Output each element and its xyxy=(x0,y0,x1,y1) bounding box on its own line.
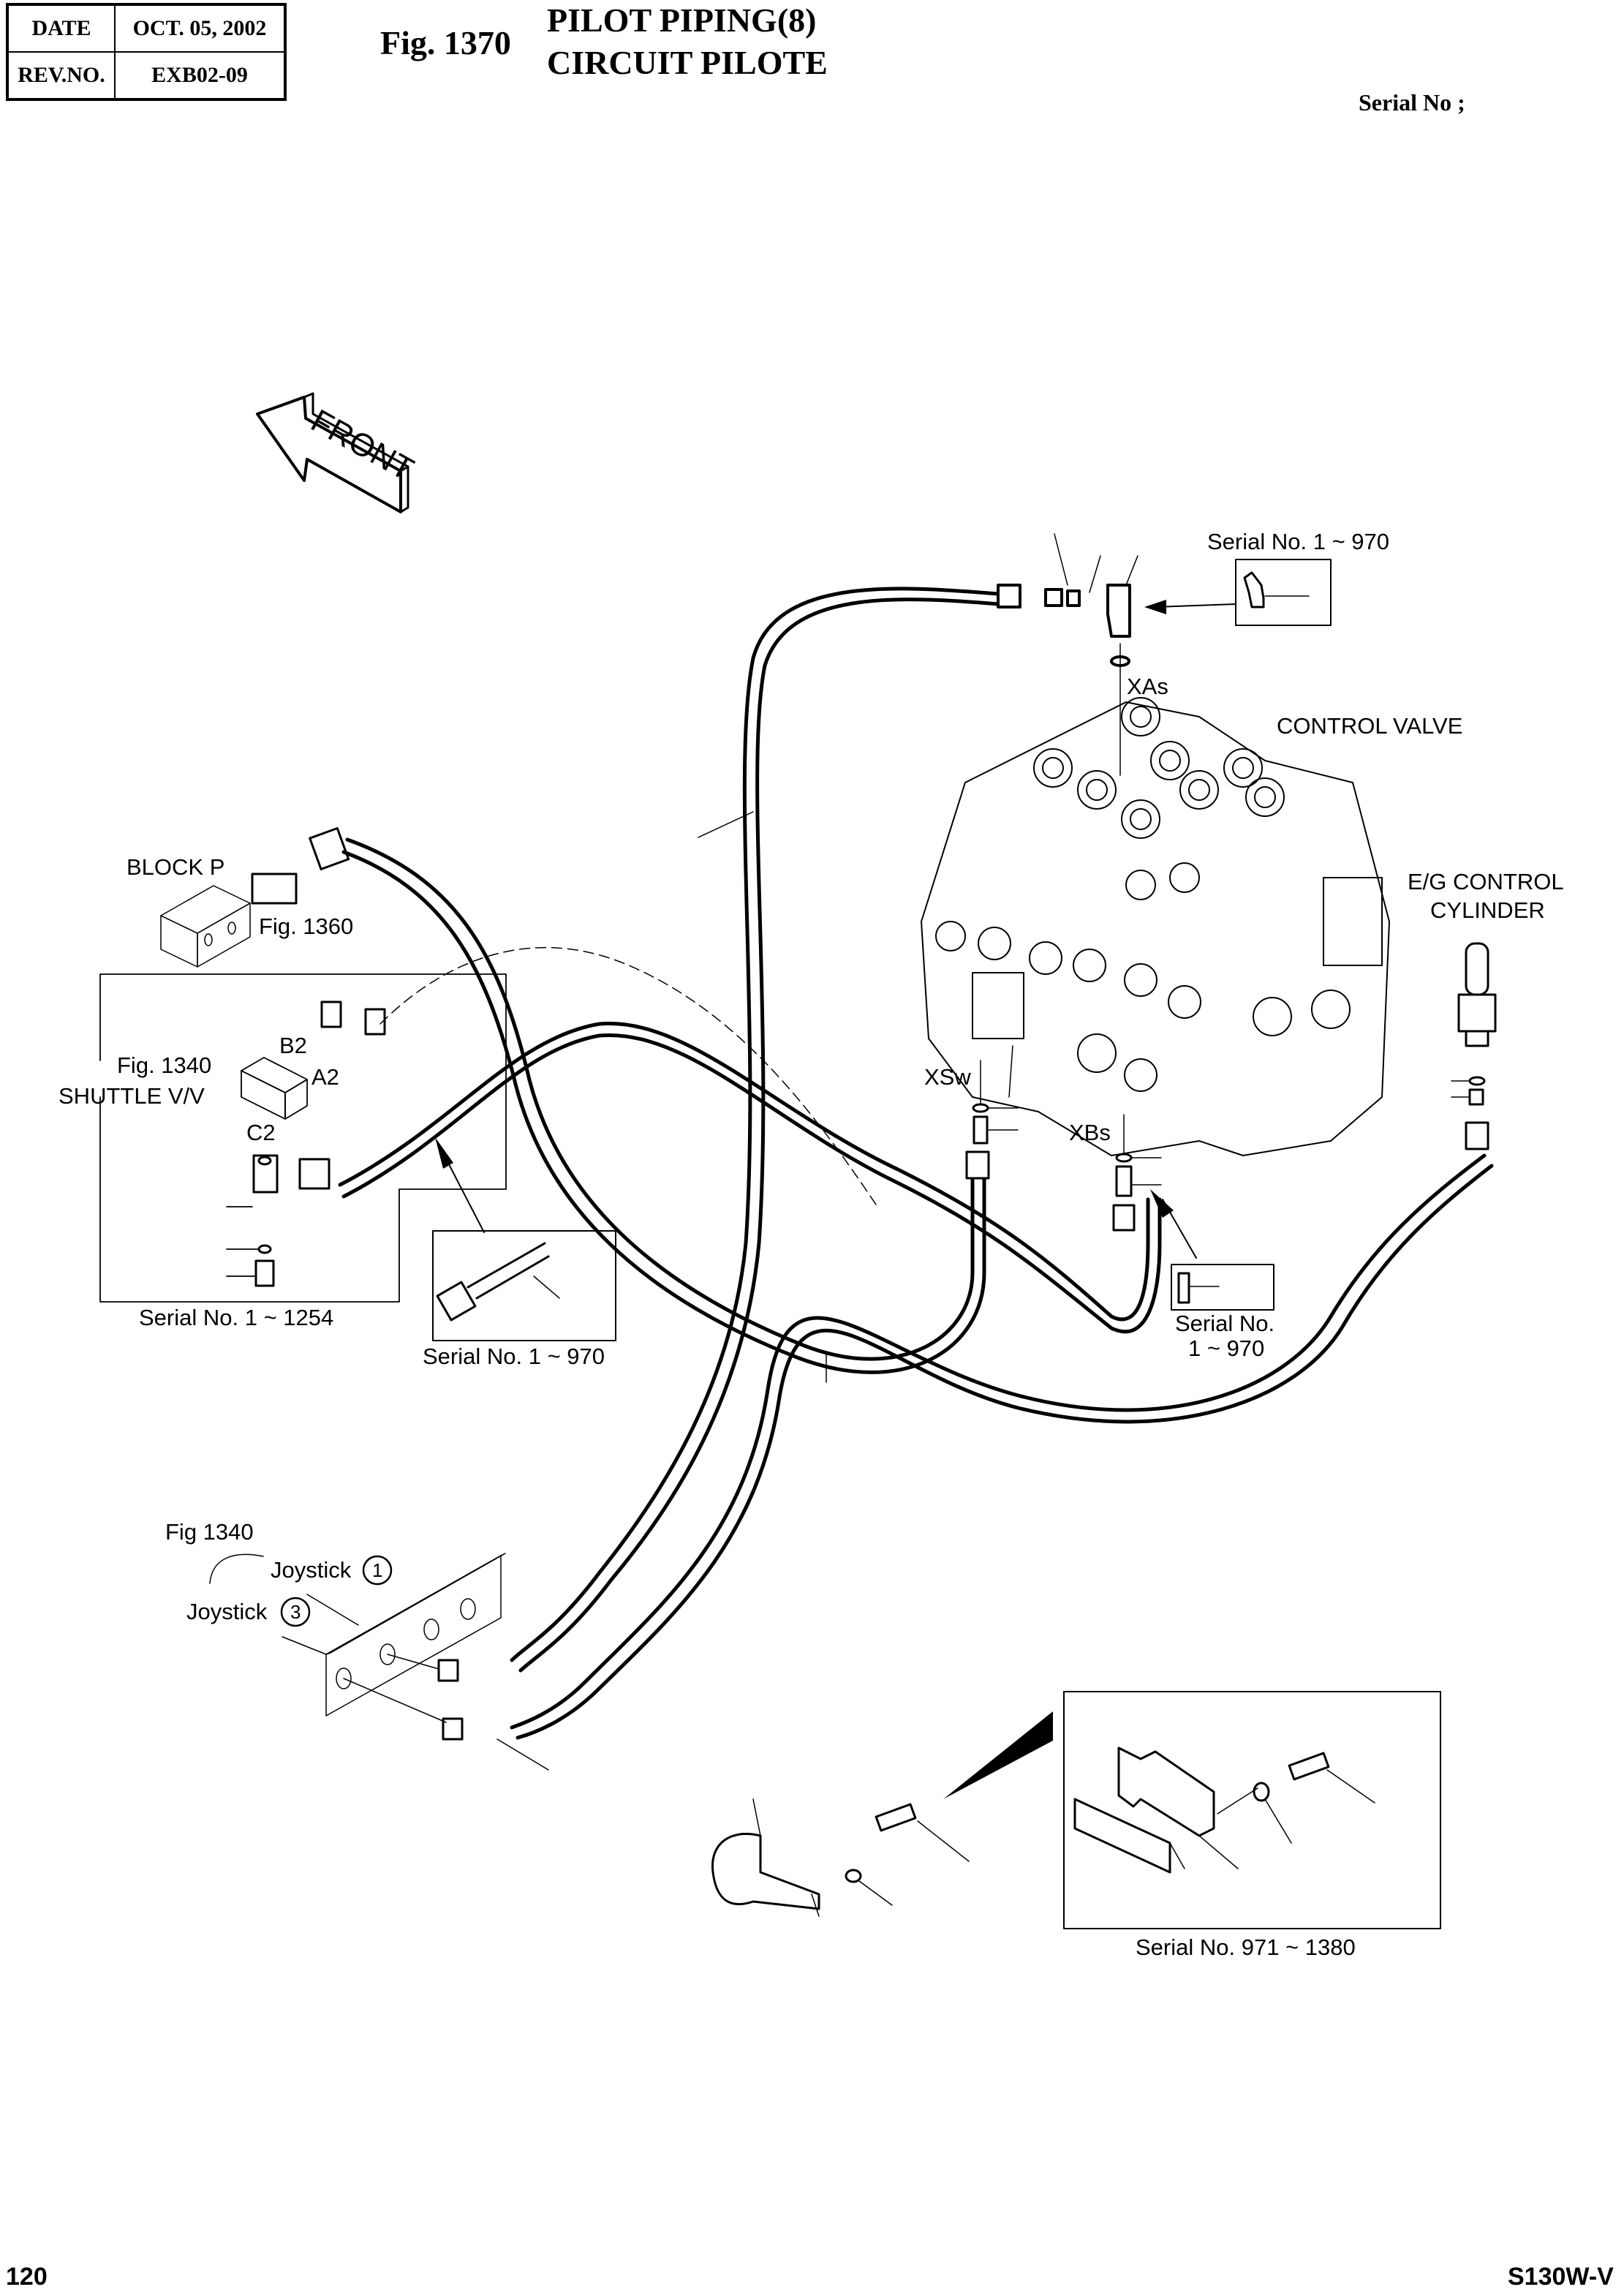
label-port-b2: B2 xyxy=(279,1033,307,1058)
label-block-p: BLOCK P xyxy=(126,854,225,880)
joystick-bracket xyxy=(209,1553,549,1771)
revision-table: DATE OCT. 05, 2002 REV.NO. EXB02-09 xyxy=(6,3,287,101)
title-french: CIRCUIT PILOTE xyxy=(547,44,828,81)
inset-box-elbow xyxy=(1235,559,1332,626)
arrowhead-icon xyxy=(1150,1189,1174,1218)
shuttle-valve-frame xyxy=(99,973,507,1303)
serial-number-label: Serial No ; xyxy=(1359,89,1465,116)
page-number: 120 xyxy=(6,2263,48,2291)
label-serial-1-1254: Serial No. 1 ~ 1254 xyxy=(139,1305,334,1330)
date-label: DATE xyxy=(7,4,116,53)
label-joystick-1-number: 1 xyxy=(372,1559,383,1581)
rev-value: EXB02-09 xyxy=(114,51,286,100)
eg-control-cylinder xyxy=(1451,942,1497,1150)
port-fittings xyxy=(965,1060,1162,1232)
label-fig-1340: Fig. 1340 xyxy=(117,1052,212,1078)
label-serial-top-right: Serial No. 1 ~ 970 xyxy=(1207,529,1390,554)
inset-box-clamp xyxy=(1063,1691,1441,1929)
label-serial-right-line1: Serial No. xyxy=(1175,1311,1275,1336)
label-joystick-3: Joystick xyxy=(186,1599,268,1624)
label-xas-port: XAs xyxy=(1127,674,1168,699)
label-serial-971-1380: Serial No. 971 ~ 1380 xyxy=(1136,1934,1356,1960)
label-fig-1360: Fig. 1360 xyxy=(259,913,354,939)
block-p xyxy=(160,826,350,968)
callout-circle-3 xyxy=(280,1597,311,1627)
label-port-xsw: XSw xyxy=(924,1064,971,1090)
label-joystick-3-number: 3 xyxy=(290,1601,301,1623)
front-arrow-icon: FRONT xyxy=(256,392,420,513)
label-port-xbs: XBs xyxy=(1069,1120,1111,1145)
date-value: OCT. 05, 2002 xyxy=(114,4,286,53)
callout-circle-1 xyxy=(362,1555,393,1586)
label-control-valve: CONTROL VALVE xyxy=(1277,713,1463,739)
inset-box-hose-end xyxy=(432,1230,616,1341)
title-english: PILOT PIPING(8) xyxy=(547,1,817,39)
hoses xyxy=(338,587,1494,1740)
label-eg-control-line2: CYLINDER xyxy=(1430,897,1545,923)
model-number: S130W-V xyxy=(1508,2263,1614,2291)
label-serial-1-970-mid: Serial No. 1 ~ 970 xyxy=(423,1344,605,1369)
label-fig-1340-joystick: Fig 1340 xyxy=(165,1519,254,1545)
label-port-c2: C2 xyxy=(246,1120,276,1145)
inset-box-adapter xyxy=(1171,1264,1274,1311)
label-serial-right-line2: 1 ~ 970 xyxy=(1188,1335,1265,1361)
control-valve xyxy=(921,697,1390,1156)
clamp-assembly xyxy=(711,1798,970,1917)
callout-wedge-icon xyxy=(943,1711,1053,1799)
arrowhead-icon xyxy=(435,1137,453,1169)
arrowhead-icon xyxy=(1144,600,1166,614)
figure-number: Fig. 1370 xyxy=(380,24,511,61)
label-shuttle-valve: SHUTTLE V/V xyxy=(58,1083,205,1109)
top-fittings xyxy=(997,533,1138,776)
label-eg-control-line1: E/G CONTROL xyxy=(1408,869,1564,894)
rev-label: REV.NO. xyxy=(7,51,116,100)
label-port-a2: A2 xyxy=(311,1064,339,1090)
label-joystick-1: Joystick xyxy=(271,1557,352,1583)
